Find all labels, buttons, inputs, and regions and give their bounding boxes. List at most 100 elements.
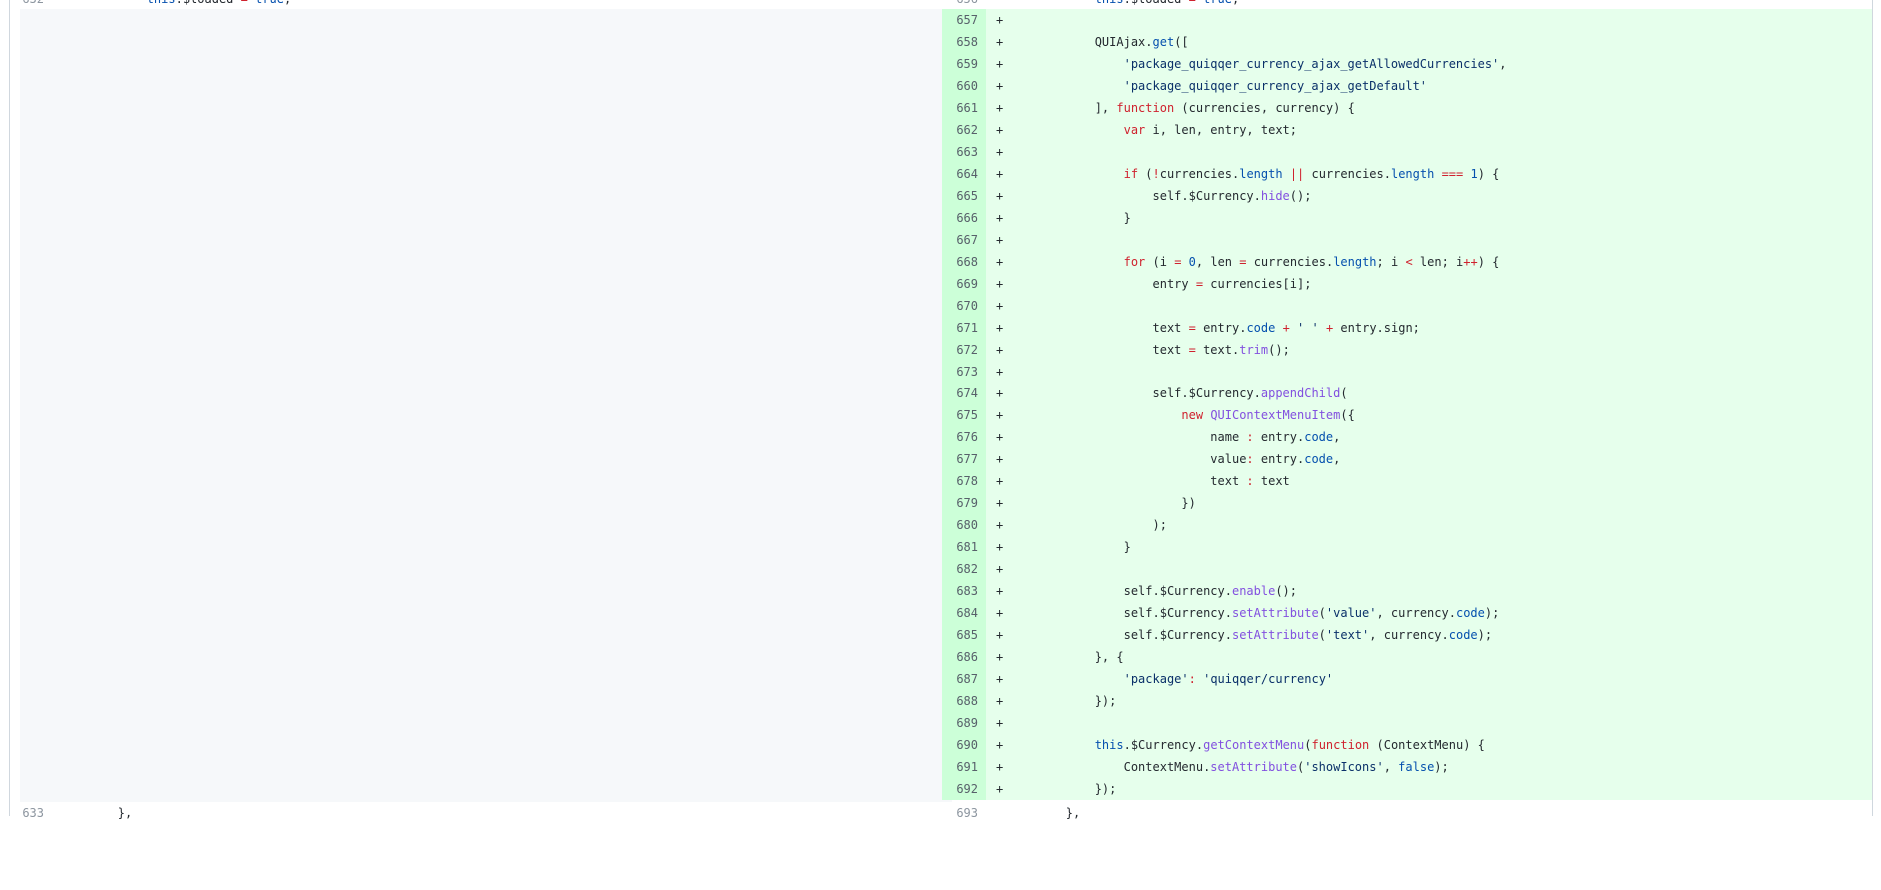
added-marker: + xyxy=(996,56,1004,71)
right-code-line: self.$Currency.enable(); xyxy=(1008,584,1298,599)
added-line-row: 658+ QUIAjax.get([ xyxy=(942,30,1872,53)
added-line-row: 674+ self.$Currency.appendChild( xyxy=(942,382,1872,405)
right-code-line: entry = currencies[i]; xyxy=(1008,276,1312,291)
added-marker: + xyxy=(996,540,1004,555)
added-marker: + xyxy=(996,672,1004,687)
right-line-number[interactable]: 682 xyxy=(942,558,986,581)
right-line-number[interactable]: 673 xyxy=(942,360,986,383)
added-line-row: 665+ self.$Currency.hide(); xyxy=(942,184,1872,207)
right-code-line: text = entry.code + ' ' + entry.sign; xyxy=(1008,320,1420,335)
right-line-number[interactable]: 692 xyxy=(942,777,986,800)
right-line-number[interactable]: 659 xyxy=(942,52,986,75)
added-line-row: 690+ this.$Currency.getContextMenu(funct… xyxy=(942,734,1872,756)
added-line-row: 688 + }); xyxy=(942,690,1872,713)
right-code-line: }, { xyxy=(1008,650,1124,665)
added-marker: + xyxy=(996,13,1004,27)
right-code-line xyxy=(1008,141,1872,163)
right-line-number[interactable]: 684 xyxy=(942,602,986,625)
added-marker: + xyxy=(996,254,1004,269)
added-line-row: 687 + 'package': 'quiqqer/currency' xyxy=(942,668,1872,691)
added-marker: + xyxy=(996,430,1004,445)
added-marker: + xyxy=(996,694,1004,709)
right-line-number[interactable]: 681 xyxy=(942,536,986,559)
right-line-number[interactable]: 669 xyxy=(942,272,986,295)
right-line-number[interactable]: 676 xyxy=(942,426,986,449)
right-code-line: } xyxy=(1008,210,1131,225)
right-code-line: new QUIContextMenuItem({ xyxy=(1181,408,1355,423)
right-code-line: }, xyxy=(1008,806,1081,820)
right-line-number[interactable]: 664 xyxy=(942,162,986,185)
added-line-row: 672+ text = text.trim(); xyxy=(942,338,1872,361)
right-code-line: }); xyxy=(1008,781,1117,796)
added-line-row: 678+ text : text xyxy=(942,470,1872,493)
right-line-number[interactable]: 657 xyxy=(942,9,986,31)
added-line-row: 659+ 'package_quiqqer_currency_ajax_getA… xyxy=(942,52,1872,75)
right-code-line xyxy=(1008,295,1872,317)
added-marker: + xyxy=(996,562,1004,577)
right-line-number[interactable]: 677 xyxy=(942,448,986,471)
right-code-line: 'package': 'quiqqer/currency' xyxy=(1123,672,1334,687)
added-marker: + xyxy=(996,386,1004,401)
right-line-number[interactable]: 666 xyxy=(942,206,986,229)
added-marker: + xyxy=(996,276,1004,291)
right-code-line xyxy=(1008,712,1872,734)
added-line-row: 691 + ContextMenu.setAttribute('showIcons… xyxy=(942,755,1872,778)
right-line-number[interactable]: 674 xyxy=(942,382,986,405)
added-marker: + xyxy=(996,781,1004,796)
added-line-row: 661+ ], function (currencies, currency) … xyxy=(942,96,1872,119)
added-marker: + xyxy=(996,606,1004,621)
right-line-number[interactable]: 680 xyxy=(942,514,986,537)
right-line-number[interactable]: 661 xyxy=(942,96,986,119)
right-line-number[interactable]: 693 xyxy=(956,806,978,820)
added-line-row: 666+ } xyxy=(942,206,1872,229)
added-marker: + xyxy=(996,122,1004,137)
added-line-row: 667+ xyxy=(942,228,1872,251)
right-line-number[interactable]: 660 xyxy=(942,74,986,97)
right-line-number[interactable]: 668 xyxy=(942,250,986,273)
right-code-line: self.$Currency.hide(); xyxy=(1008,188,1312,203)
right-code-line: this.$loaded = true; xyxy=(1008,0,1872,10)
added-line-row: 660+ 'package_quiqqer_currency_ajax_getD… xyxy=(942,74,1872,97)
right-code-line: }); xyxy=(1008,694,1117,709)
right-line-number[interactable]: 670 xyxy=(942,294,986,317)
left-line-number[interactable]: 632 xyxy=(10,0,52,10)
right-code-line: var i, len, entry, text; xyxy=(1123,122,1297,137)
left-context-row-top: 632 this.$loaded = true; xyxy=(10,0,942,10)
added-line-row: 692 + }); xyxy=(942,777,1872,800)
right-line-number[interactable]: 678 xyxy=(942,470,986,493)
right-line-number[interactable]: 690 xyxy=(942,734,986,756)
right-line-number[interactable]: 688 xyxy=(942,690,986,713)
right-line-number[interactable]: 665 xyxy=(942,184,986,207)
right-line-number[interactable]: 663 xyxy=(942,140,986,163)
added-marker: + xyxy=(996,759,1004,774)
right-code-line: ContextMenu.setAttribute('showIcons', fa… xyxy=(1008,759,1449,774)
added-line-row: 668+ for (i = 0, len = currencies.length… xyxy=(942,250,1872,273)
added-marker: + xyxy=(996,584,1004,599)
right-line-number[interactable]: 672 xyxy=(942,338,986,361)
right-code-line: text : text xyxy=(1008,474,1290,489)
added-line-row: 684+ self.$Currency.setAttribute('value'… xyxy=(942,602,1872,625)
right-context-row-bottom: 693 }, xyxy=(942,802,1872,824)
added-line-row: 673+ xyxy=(942,360,1872,383)
left-line-number[interactable]: 633 xyxy=(22,806,44,820)
added-marker: + xyxy=(996,628,1004,643)
right-line-number[interactable]: 658 xyxy=(942,30,986,53)
right-line-number[interactable]: 667 xyxy=(942,228,986,251)
right-line-number[interactable]: 656 xyxy=(942,0,986,10)
right-line-number[interactable]: 662 xyxy=(942,118,986,141)
right-line-number[interactable]: 691 xyxy=(942,755,986,778)
added-line-row: 670+ xyxy=(942,294,1872,317)
left-context-row-bottom: 633 }, xyxy=(10,802,942,824)
added-line-row: 676+ name : entry.code, xyxy=(942,426,1872,449)
right-line-number[interactable]: 685 xyxy=(942,624,986,647)
right-line-number[interactable]: 679 xyxy=(942,492,986,515)
right-line-number[interactable]: 686 xyxy=(942,646,986,669)
right-line-number[interactable]: 675 xyxy=(942,404,986,427)
right-line-number[interactable]: 687 xyxy=(942,668,986,691)
added-line-row: 662 + var i, len, entry, text; xyxy=(942,118,1872,141)
right-line-number[interactable]: 683 xyxy=(942,580,986,603)
right-line-number[interactable]: 671 xyxy=(942,316,986,339)
added-marker: + xyxy=(996,34,1004,49)
right-line-number[interactable]: 689 xyxy=(942,712,986,735)
added-marker: + xyxy=(996,144,1004,159)
